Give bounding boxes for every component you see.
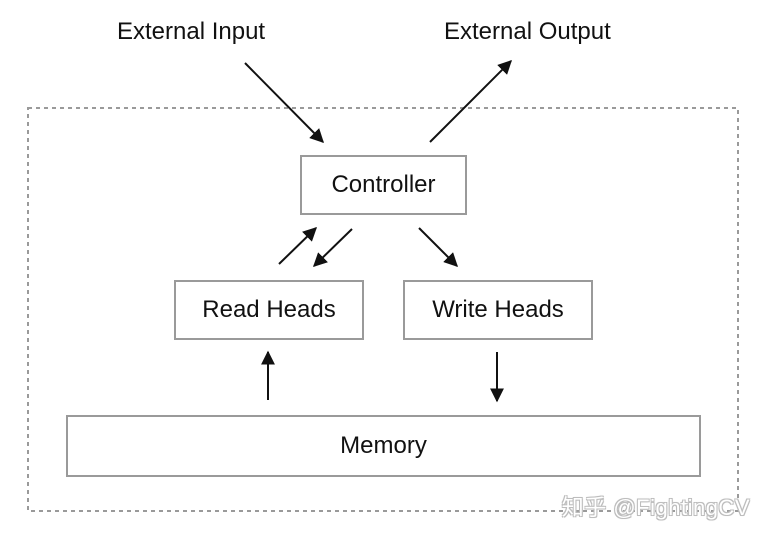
write-heads-label: Write Heads: [432, 296, 564, 323]
controller-label: Controller: [331, 171, 436, 198]
arrow-read-heads-to-controller: [278, 227, 318, 265]
memory-label: Memory: [340, 432, 427, 459]
system-boundary: [27, 107, 739, 512]
read-heads-box: Read Heads: [174, 280, 364, 340]
arrow-controller-to-write-heads: [418, 227, 458, 267]
read-heads-label: Read Heads: [202, 296, 336, 323]
memory-box: Memory: [66, 415, 701, 477]
write-heads-box: Write Heads: [403, 280, 593, 340]
external-input-label: External Input: [117, 18, 266, 45]
arrow-controller-to-read-heads: [312, 228, 353, 267]
arrow-external-input-to-controller: [244, 62, 324, 143]
arrow-controller-to-external-output: [429, 60, 512, 143]
external-output-label: External Output: [444, 18, 611, 45]
watermark: 知乎 @FightingCV: [561, 495, 750, 520]
controller-box: Controller: [300, 155, 467, 215]
